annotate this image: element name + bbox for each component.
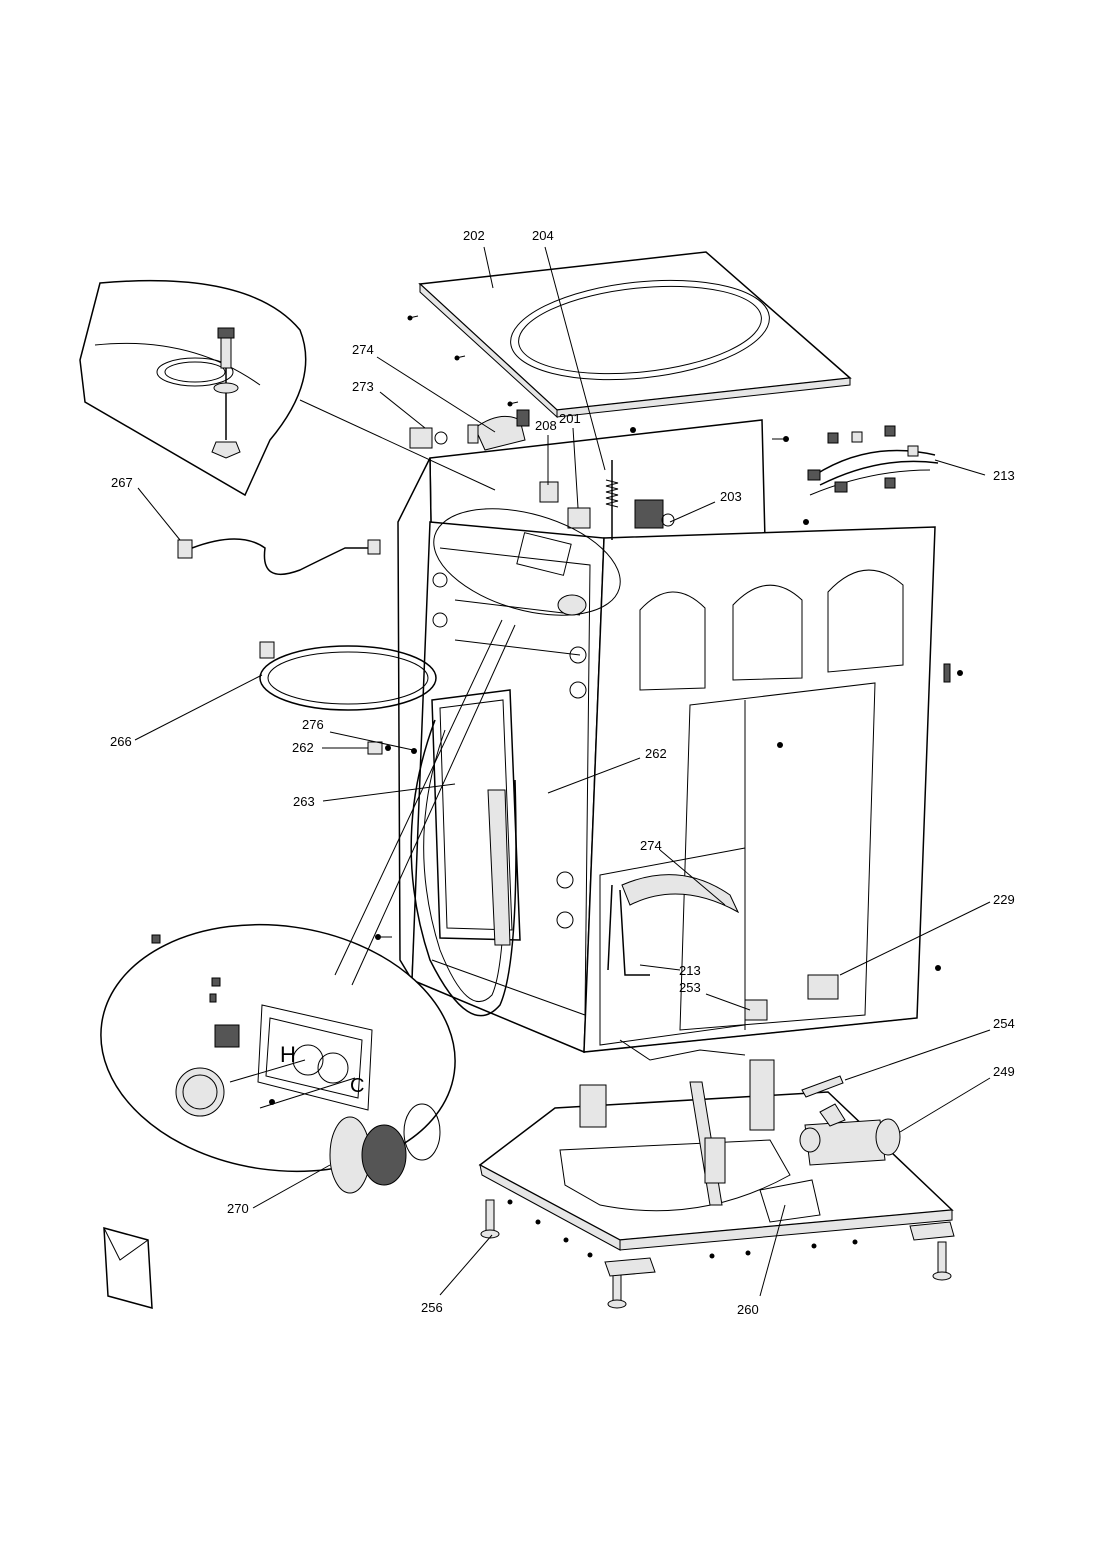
label-274-mid: 274 — [640, 838, 662, 853]
control-panel-inset: H C — [100, 619, 516, 1194]
drain-pump — [799, 1103, 901, 1166]
leader-lines — [134, 246, 991, 1297]
label-202: 202 — [463, 228, 485, 243]
wire-harness — [807, 425, 939, 496]
label-213-bottom: 213 — [679, 963, 701, 978]
label-262-left: 262 — [292, 740, 314, 755]
part-labels: 202 204 274 273 208 201 213 203 267 266 … — [110, 228, 1015, 1317]
label-273: 273 — [352, 379, 374, 394]
label-263: 263 — [293, 794, 315, 809]
pump-screw — [801, 1075, 844, 1098]
label-267: 267 — [111, 475, 133, 490]
label-260: 260 — [737, 1302, 759, 1317]
manual-booklet — [103, 1227, 153, 1309]
feet — [480, 1199, 955, 1309]
label-229: 229 — [993, 892, 1015, 907]
label-213-top: 213 — [993, 468, 1015, 483]
label-254: 254 — [993, 1016, 1015, 1031]
label-274-top: 274 — [352, 342, 374, 357]
top-left-inset — [79, 279, 496, 497]
hot-letter: H — [280, 1042, 296, 1067]
label-276: 276 — [302, 717, 324, 732]
cabinet — [397, 419, 936, 1061]
lower-components — [607, 874, 839, 1021]
top-components — [409, 409, 675, 529]
power-cord — [177, 538, 381, 575]
label-253: 253 — [679, 980, 701, 995]
screws — [375, 427, 963, 971]
label-270: 270 — [227, 1201, 249, 1216]
top-cover — [407, 251, 852, 419]
label-203: 203 — [720, 489, 742, 504]
clip-left — [367, 741, 391, 755]
label-266: 266 — [110, 734, 132, 749]
label-249: 249 — [993, 1064, 1015, 1079]
cold-letter: C — [350, 1075, 364, 1097]
label-208: 208 — [535, 418, 557, 433]
label-256: 256 — [421, 1300, 443, 1315]
label-262-right: 262 — [645, 746, 667, 761]
label-204: 204 — [532, 228, 554, 243]
front-panel-callout — [433, 508, 621, 616]
drain-hose-coil — [259, 641, 437, 711]
label-201: 201 — [559, 411, 581, 426]
